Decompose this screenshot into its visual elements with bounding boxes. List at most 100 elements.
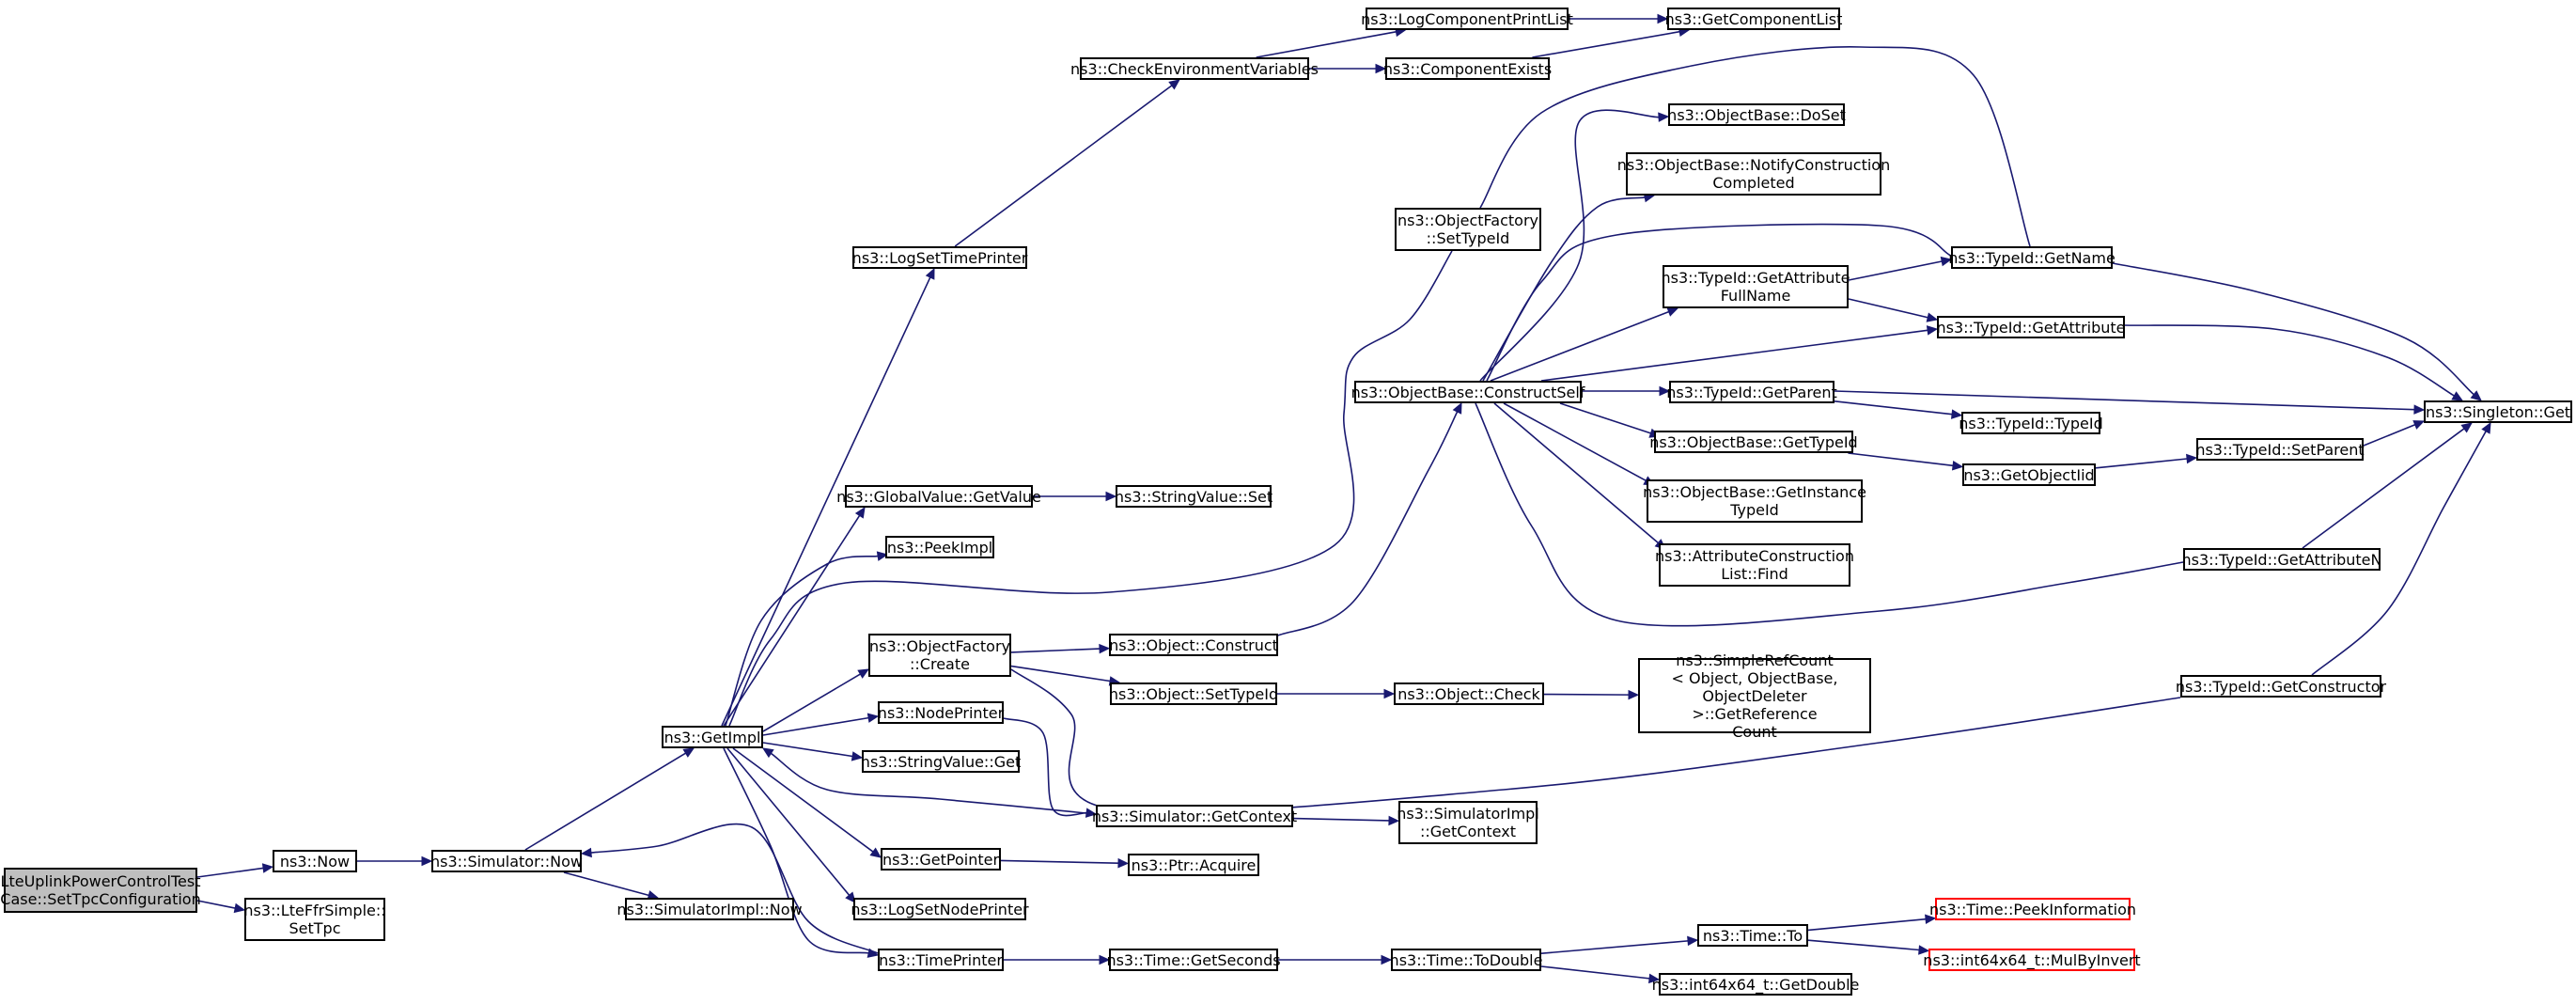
arrowhead-tidGetAttribute-to-singletonGet (2451, 391, 2464, 401)
arrowhead-getImpl-to-getPointer (869, 847, 882, 858)
graph-node-tid-get-attribute-n[interactable]: ns3::TypeId::GetAttributeN (2182, 548, 2382, 571)
edge-obConstructSelf-to-obGetInstanceTypeId (1503, 402, 1647, 481)
graph-node-tid-get-constructor[interactable]: ns3::TypeId::GetConstructor (2176, 675, 2386, 698)
edge-getPointer-to-ptrAcquire (1000, 859, 1119, 865)
edge-ofCreate-to-objSetTypeId (1010, 665, 1111, 682)
edge-simGetContext-to-simImplGetContext (1292, 817, 1390, 822)
graph-node-sim-impl-now[interactable]: ns3::SimulatorImpl::Now (617, 898, 803, 920)
graph-node-get-object-iid[interactable]: ns3::GetObjectIid (1962, 463, 2096, 486)
graph-node-get-impl[interactable]: ns3::GetImpl (662, 726, 763, 748)
graph-node-obj-check[interactable]: ns3::Object::Check (1394, 682, 1544, 705)
edge-getImpl-to-peekImpl (725, 555, 879, 727)
graph-node-tid-set-parent[interactable]: ns3::TypeId::SetParent (2195, 438, 2365, 461)
arrowhead-timeToDouble-to-intGetDouble (1647, 973, 1661, 984)
graph-node-of-set-type-id[interactable]: ns3::ObjectFactory ::SetTypeId (1395, 208, 1541, 251)
arrowhead-getImpl-to-strValGet (851, 751, 864, 761)
graph-node-time-to[interactable]: ns3::Time::To (1697, 924, 1808, 947)
graph-node-get-pointer[interactable]: ns3::GetPointer (881, 848, 1001, 871)
graph-node-singleton-get[interactable]: ns3::Singleton::Get (2424, 400, 2572, 423)
graph-node-obj-construct[interactable]: ns3::Object::Construct (1109, 634, 1278, 656)
arrowhead-root-to-setTpc (233, 902, 246, 914)
edge-tidGetAttribute-to-singletonGet (2124, 324, 2455, 397)
graph-node-now[interactable]: ns3::Now (273, 850, 357, 872)
edge-getImpl-to-logSetTimePrinter (721, 276, 931, 727)
graph-node-comp-exists[interactable]: ns3::ComponentExists (1383, 57, 1552, 80)
graph-node-sim-now[interactable]: ns3::Simulator::Now (430, 850, 583, 872)
arrowhead-getImpl-to-gvGetValue (854, 506, 866, 519)
edge-obConstructSelf-to-tidGetAttribute (1540, 329, 1928, 382)
graph-node-get-comp-list[interactable]: ns3::GetComponentList (1665, 8, 1842, 30)
graph-node-time-printer[interactable]: ns3::TimePrinter (878, 949, 1004, 971)
edge-tidGetAttrFullName-to-tidGetAttribute (1848, 298, 1928, 319)
edge-getImpl-to-getPointer (732, 747, 874, 853)
edge-root-to-now (196, 867, 264, 878)
graph-node-time-to-double[interactable]: ns3::Time::ToDouble (1390, 949, 1542, 971)
graph-node-simple-ref-count[interactable]: ns3::SimpleRefCount < Object, ObjectBase… (1638, 651, 1871, 741)
graph-node-int-mul-by-invert[interactable]: ns3::int64x64_t::MulByInvert (1923, 949, 2141, 971)
graph-node-tid-get-attribute[interactable]: ns3::TypeId::GetAttribute (1937, 316, 2126, 338)
graph-node-tid-get-parent[interactable]: ns3::TypeId::GetParent (1666, 381, 1837, 403)
edge-getImpl-to-timePrinter (723, 747, 869, 954)
graph-node-ob-do-set[interactable]: ns3::ObjectBase::DoSet (1667, 103, 1846, 126)
arrowhead-simGetContext-to-getImpl (761, 747, 774, 759)
graph-node-ac-list-find[interactable]: ns3::AttributeConstruction List::Find (1655, 543, 1854, 587)
edge-root-to-setTpc (196, 900, 236, 909)
graph-node-node-printer[interactable]: ns3::NodePrinter (878, 701, 1004, 724)
arrowhead-timeToDouble-to-timeTo (1687, 935, 1699, 947)
graph-node-tid-get-name[interactable]: ns3::TypeId::GetName (1948, 246, 2115, 269)
graph-node-ob-construct-self[interactable]: ns3::ObjectBase::ConstructSelf (1351, 381, 1585, 403)
graph-node-sim-get-context[interactable]: ns3::Simulator::GetContext (1092, 805, 1297, 827)
graph-node-ob-get-instance-type-id[interactable]: ns3::ObjectBase::GetInstance TypeId (1643, 479, 1866, 523)
graph-node-root: LteUplinkPowerControlTest Case::SetTpcCo… (0, 868, 201, 913)
arrowhead-timeTo-to-timePeekInfo (1925, 914, 1937, 925)
graph-node-str-val-set[interactable]: ns3::StringValue::Set (1115, 485, 1272, 508)
edge-obConstructSelf-to-tidGetAttrFullName (1490, 310, 1669, 382)
graph-node-check-env[interactable]: ns3::CheckEnvironmentVariables (1070, 57, 1319, 80)
edge-obConstructSelf-to-obNotify (1482, 196, 1646, 382)
arrowhead-tidGetConstructor-to-singletonGet (2481, 421, 2491, 434)
graph-node-log-set-time-printer[interactable]: ns3::LogSetTimePrinter (852, 246, 1027, 269)
arrowhead-getObjectIid-to-tidSetParent (2186, 453, 2198, 464)
edge-obConstructSelf-to-tidGetName (1486, 223, 1952, 382)
edge-tidGetName-to-singletonGet (2112, 262, 2475, 396)
edge-timeTo-to-intMulByInvert (1807, 939, 1920, 951)
edge-obConstructSelf-to-acListFind (1493, 402, 1659, 544)
edge-obConstructSelf-to-obDoSet (1479, 109, 1660, 382)
arrowhead-root-to-now (261, 863, 274, 873)
edge-tidGetConstructor-to-singletonGet (2311, 431, 2487, 676)
graph-node-log-comp-print[interactable]: ns3::LogComponentPrintList (1361, 8, 1573, 30)
arrowhead-getImpl-to-ofCreate (857, 668, 870, 679)
arrowhead-objConstruct-to-obConstructSelf (1452, 401, 1462, 415)
arrowhead-obConstructSelf-to-obDoSet (1658, 112, 1670, 122)
arrowhead-tidGetName-to-singletonGet (2470, 390, 2482, 401)
graph-node-str-val-get[interactable]: ns3::StringValue::Get (861, 750, 1021, 773)
arrowhead-tidGetParent-to-tidTypeId (1950, 409, 1963, 419)
graph-node-tid-type-id[interactable]: ns3::TypeId::TypeId (1959, 412, 2103, 434)
graph-node-gv-get-value[interactable]: ns3::GlobalValue::GetValue (836, 485, 1041, 508)
graph-node-obj-set-type-id[interactable]: ns3::Object::SetTypeId (1109, 682, 1278, 705)
graph-node-ptr-acquire[interactable]: ns3::Ptr::Acquire (1128, 854, 1259, 876)
graph-node-ob-notify[interactable]: ns3::ObjectBase::NotifyConstruction Comp… (1617, 152, 1890, 196)
edge-simNow-to-simImplNow (563, 871, 649, 897)
arrowhead-timeTo-to-intMulByInvert (1918, 945, 1930, 955)
graph-node-sim-impl-get-context[interactable]: ns3::SimulatorImpl ::GetContext (1397, 801, 1539, 844)
graph-node-time-get-seconds[interactable]: ns3::Time::GetSeconds (1106, 949, 1281, 971)
arrowhead-getImpl-to-logSetNodePrinter (845, 891, 856, 903)
arrowhead-now-to-simNow (421, 855, 433, 867)
graph-node-time-peek-info[interactable]: ns3::Time::PeekInformation (1929, 898, 2136, 920)
graph-node-tid-get-attr-full-name[interactable]: ns3::TypeId::GetAttribute FullName (1662, 265, 1850, 308)
arrowhead-tidSetParent-to-singletonGet (2412, 420, 2426, 430)
graph-node-set-tpc[interactable]: ns3::LteFfrSimple:: SetTpc (243, 898, 386, 941)
graph-node-peek-impl[interactable]: ns3::PeekImpl (885, 536, 994, 558)
arrowhead-gvGetValue-to-strValSet (1105, 491, 1117, 502)
graph-node-int-get-double[interactable]: ns3::int64x64_t::GetDouble (1652, 973, 1859, 996)
edge-timeTo-to-timePeekInfo (1807, 918, 1927, 932)
arrowhead-checkEnv-to-compExists (1375, 63, 1387, 74)
graph-node-log-set-node-printer[interactable]: ns3::LogSetNodePrinter (851, 898, 1029, 920)
arrowhead-tidGetParent-to-singletonGet (2413, 404, 2426, 415)
graph-node-ob-get-type-id[interactable]: ns3::ObjectBase::GetTypeId (1649, 431, 1858, 453)
graph-node-of-create[interactable]: ns3::ObjectFactory ::Create (868, 634, 1011, 677)
edge-getImpl-to-gvGetValue (723, 514, 861, 727)
arrowhead-ofCreate-to-objConstruct (1099, 643, 1111, 654)
